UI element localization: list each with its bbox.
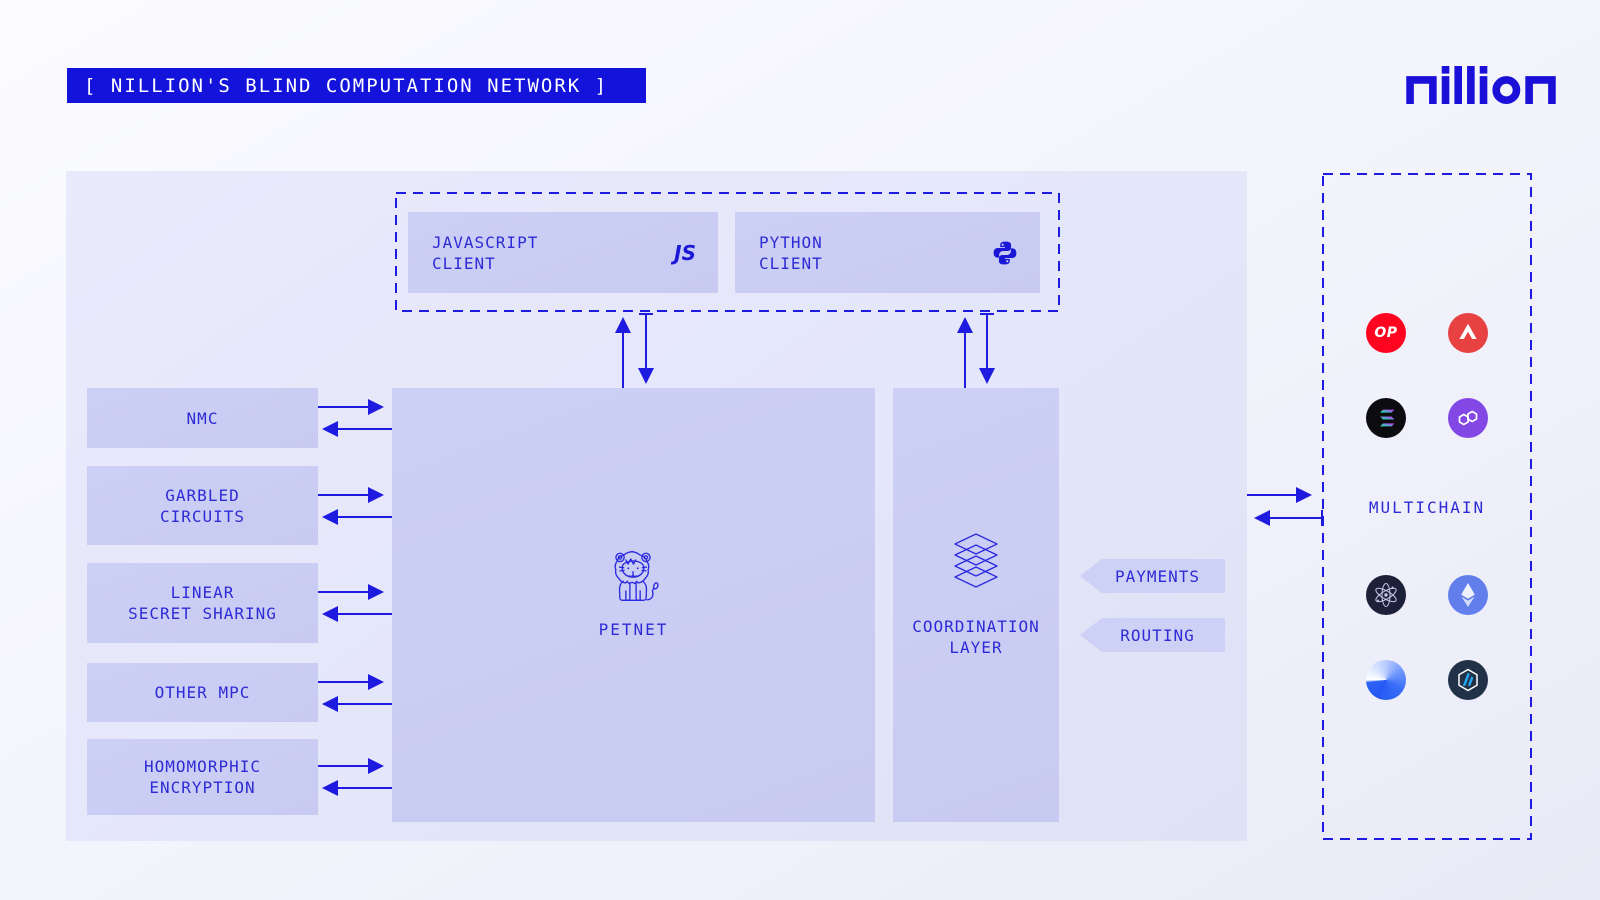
technique-label: ENCRYPTION (149, 778, 256, 797)
gradient-chain-icon (1366, 660, 1406, 700)
javascript-client-line2: CLIENT (432, 253, 496, 273)
technique-box-garbled-circuits: GARBLED CIRCUITS (87, 466, 318, 545)
technique-box-linear-secret-sharing: LINEAR SECRET SHARING (87, 563, 318, 643)
javascript-client-box: JAVASCRIPT CLIENT JS (408, 212, 718, 293)
optimism-op-text: OP (1374, 325, 1398, 341)
coordination-line1: COORDINATION (912, 617, 1040, 636)
coordination-layer-box: COORDINATION LAYER (893, 388, 1059, 822)
arbitrum-icon (1448, 660, 1488, 700)
technique-label: HOMOMORPHIC (144, 757, 261, 776)
technique-label: LINEAR (170, 583, 235, 602)
technique-box-nmc: NMC (87, 388, 318, 448)
python-client-box: PYTHON CLIENT (735, 212, 1040, 293)
js-icon: JS (674, 240, 696, 265)
layers-icon (954, 533, 998, 588)
technique-label: GARBLED (165, 485, 240, 505)
solana-icon (1366, 398, 1406, 438)
multichain-label: MULTICHAIN (1368, 498, 1486, 517)
python-icon (993, 241, 1017, 264)
coordination-line2: LAYER (949, 638, 1003, 657)
polygon-icon (1448, 398, 1488, 438)
ethereum-icon (1448, 575, 1488, 615)
technique-label: OTHER MPC (154, 683, 251, 702)
title-banner: [ NILLION'S BLIND COMPUTATION NETWORK ] (67, 68, 646, 103)
technique-label: CIRCUITS (159, 506, 246, 526)
python-client-line1: PYTHON (759, 232, 823, 252)
petnet-box: PETNET (392, 388, 875, 822)
technique-label: SECRET SHARING (128, 604, 277, 623)
python-client-line2: CLIENT (759, 253, 823, 273)
payments-tag: PAYMENTS (1080, 559, 1225, 593)
nillion-logo-glyphs (1406, 66, 1556, 104)
coordination-layer-label: COORDINATION LAYER (912, 616, 1040, 658)
lion-icon (615, 550, 660, 601)
optimism-icon: OP (1366, 313, 1406, 353)
technique-box-homomorphic-encryption: HOMOMORPHIC ENCRYPTION (87, 739, 318, 815)
javascript-client-line1: JAVASCRIPT (432, 232, 539, 252)
technique-label: NMC (186, 408, 219, 428)
cosmos-icon (1366, 575, 1406, 615)
nillion-logo (1406, 66, 1556, 104)
javascript-client-label: JAVASCRIPT CLIENT (432, 232, 538, 274)
petnet-label: PETNET (598, 619, 669, 639)
technique-box-other-mpc: OTHER MPC (87, 663, 318, 722)
python-client-label: PYTHON CLIENT (759, 232, 823, 274)
avalanche-icon (1448, 313, 1488, 353)
routing-tag: ROUTING (1080, 618, 1225, 652)
